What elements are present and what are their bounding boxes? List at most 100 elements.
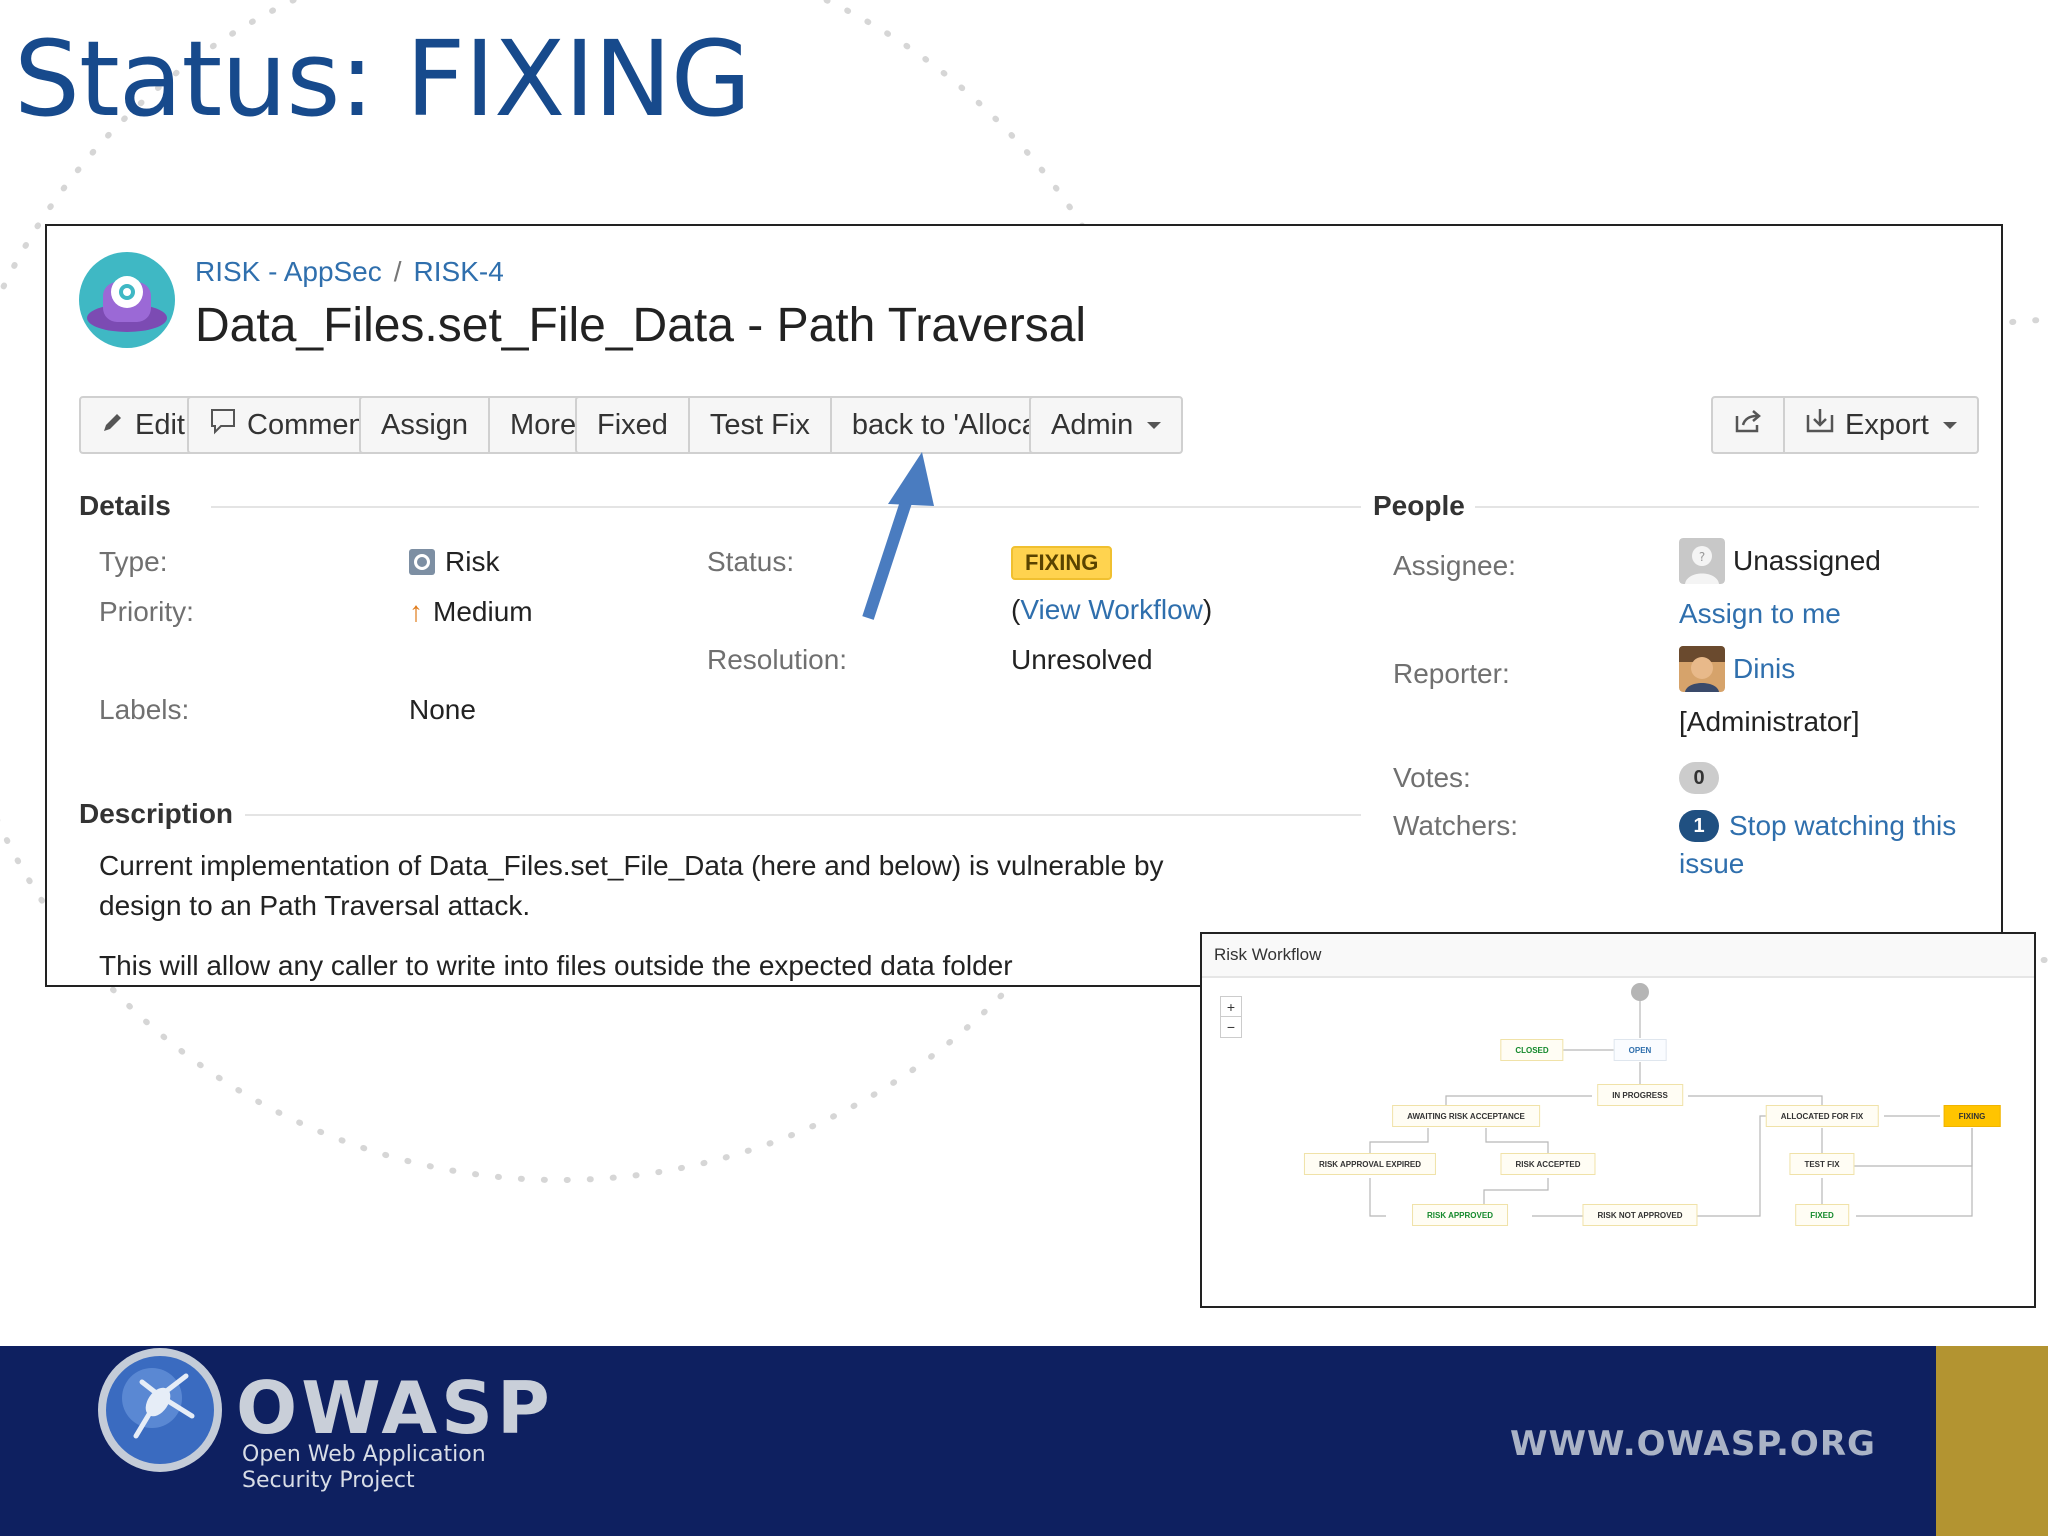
workflow-popup-title: Risk Workflow	[1202, 934, 2034, 978]
people-heading: People	[1373, 490, 1465, 521]
test-fix-button[interactable]: Test Fix	[690, 398, 832, 452]
wf-node-fixing: FIXING	[1943, 1105, 2001, 1127]
slide-title: Status: FIXING	[14, 18, 751, 140]
wf-node-in-progress: IN PROGRESS	[1597, 1084, 1683, 1106]
resolution-label: Resolution:	[707, 644, 848, 675]
view-workflow-link[interactable]: View Workflow	[1020, 594, 1203, 625]
export-dropdown-button[interactable]: Export	[1785, 398, 1977, 452]
fixed-button-label: Fixed	[597, 408, 668, 441]
pencil-icon	[101, 409, 125, 442]
reporter-avatar	[1679, 646, 1725, 692]
assign-button-label: Assign	[381, 408, 469, 441]
assignee-value: ? Unassigned	[1679, 538, 1881, 584]
wf-node-test-fix: TEST FIX	[1789, 1153, 1855, 1175]
share-icon	[1733, 408, 1763, 442]
annotation-arrow	[862, 452, 934, 620]
description-divider	[245, 814, 1361, 816]
more-button-label: More	[510, 408, 577, 441]
owasp-wordmark: OWASP	[236, 1366, 554, 1450]
wf-node-allocated-for-fix: ALLOCATED FOR FIX	[1765, 1105, 1879, 1127]
risk-type-icon	[409, 549, 435, 575]
chevron-down-icon	[1147, 421, 1162, 429]
priority-value: ↑ Medium	[409, 596, 533, 628]
people-divider	[1475, 506, 1979, 508]
stop-watching-link-continued[interactable]: issue	[1679, 848, 1745, 879]
wf-node-risk-accepted: RISK ACCEPTED	[1500, 1153, 1596, 1175]
status-label: Status:	[707, 546, 795, 577]
reporter-label: Reporter:	[1393, 658, 1510, 689]
type-value-text: Risk	[445, 546, 500, 577]
resolution-value: Unresolved	[1011, 644, 1153, 675]
workflow-popup: Risk Workflow + −	[1200, 932, 2036, 1308]
unassigned-avatar-icon: ?	[1679, 538, 1725, 584]
labels-value: None	[409, 694, 476, 725]
watchers-value: 1 Stop watching this	[1679, 810, 1956, 842]
issue-title: Data_Files.set_File_Data - Path Traversa…	[195, 299, 1087, 352]
fixed-button[interactable]: Fixed	[577, 398, 690, 452]
breadcrumb-project-link[interactable]: RISK - AppSec	[195, 256, 382, 287]
watchers-count-badge[interactable]: 1	[1679, 810, 1719, 842]
comment-button[interactable]: Comment	[189, 398, 393, 452]
stop-watching-link[interactable]: Stop watching this	[1729, 810, 1957, 841]
details-divider	[211, 506, 1361, 508]
test-fix-button-label: Test Fix	[709, 408, 810, 441]
comment-button-label: Comment	[247, 408, 373, 441]
priority-value-text: Medium	[433, 596, 533, 627]
wf-node-awaiting-risk-acceptance: AWAITING RISK ACCEPTANCE	[1392, 1105, 1540, 1127]
edit-button-label: Edit	[135, 408, 185, 441]
breadcrumb-issue-key-link[interactable]: RISK-4	[413, 256, 504, 287]
owasp-subtitle-line-2: Security Project	[242, 1468, 415, 1493]
wf-node-open: OPEN	[1613, 1039, 1667, 1061]
owasp-wasp-logo-icon	[98, 1348, 222, 1472]
wf-node-risk-approved: RISK APPROVED	[1412, 1204, 1508, 1226]
zoom-in-button[interactable]: +	[1221, 997, 1241, 1017]
arrow-up-icon: ↑	[409, 596, 423, 627]
priority-label: Priority:	[99, 596, 194, 627]
edit-button-group: Edit	[79, 396, 207, 454]
reporter-value: Dinis	[1679, 646, 1795, 692]
votes-label: Votes:	[1393, 762, 1471, 793]
description-line-3: This will allow any caller to write into…	[99, 950, 1013, 981]
owasp-subtitle: Open Web Application Security Project	[242, 1442, 486, 1494]
export-button-label: Export	[1845, 408, 1929, 441]
share-button[interactable]	[1713, 398, 1785, 452]
wf-node-closed: CLOSED	[1500, 1039, 1564, 1061]
votes-count-badge[interactable]: 0	[1679, 762, 1719, 794]
footer-banner: OWASP Open Web Application Security Proj…	[0, 1346, 2048, 1536]
zoom-control: + −	[1220, 996, 1242, 1038]
footer-gold-accent	[1936, 1346, 2048, 1536]
project-avatar	[79, 252, 175, 348]
chevron-down-icon	[1942, 421, 1957, 429]
type-value: Risk	[409, 546, 499, 578]
zoom-out-button[interactable]: −	[1226, 1019, 1236, 1035]
description-line-1: Current implementation of Data_Files.set…	[99, 850, 1164, 881]
watchers-label: Watchers:	[1393, 810, 1518, 841]
issue-panel: RISK - AppSec / RISK-4 Data_Files.set_File…	[45, 224, 2003, 987]
breadcrumb: RISK - AppSec / RISK-4	[195, 256, 504, 288]
details-heading: Details	[79, 490, 171, 521]
download-tray-icon	[1805, 407, 1835, 443]
type-label: Type:	[99, 546, 168, 577]
wf-node-risk-not-approved: RISK NOT APPROVED	[1582, 1204, 1698, 1226]
breadcrumb-separator: /	[393, 256, 402, 287]
votes-value: 0	[1679, 762, 1719, 794]
view-workflow: (View Workflow)	[1011, 594, 1212, 626]
admin-button-label: Admin	[1051, 408, 1134, 441]
assign-button[interactable]: Assign	[361, 398, 491, 452]
assignee-name: Unassigned	[1733, 545, 1881, 576]
owasp-subtitle-line-1: Open Web Application	[242, 1442, 486, 1467]
reporter-name-link[interactable]: Dinis	[1733, 653, 1796, 684]
start-node-icon	[1631, 983, 1649, 1001]
workflow-diagram: CLOSED OPEN IN PROGRESS AWAITING RISK AC…	[1202, 980, 2034, 1306]
view-workflow-close-paren: )	[1202, 594, 1213, 625]
share-export-button-group: Export	[1711, 396, 1979, 454]
description-line-2: design to an Path Traversal attack.	[99, 890, 531, 921]
labels-label: Labels:	[99, 694, 190, 725]
assign-to-me-link[interactable]: Assign to me	[1679, 598, 1841, 629]
owasp-url: WWW.OWASP.ORG	[1510, 1424, 1876, 1464]
status-badge: FIXING	[1011, 546, 1113, 580]
svg-text:?: ?	[1699, 550, 1705, 564]
workflow-transition-lines	[1369, 983, 1973, 1217]
edit-button[interactable]: Edit	[81, 398, 205, 452]
admin-dropdown-button[interactable]: Admin	[1031, 398, 1181, 452]
